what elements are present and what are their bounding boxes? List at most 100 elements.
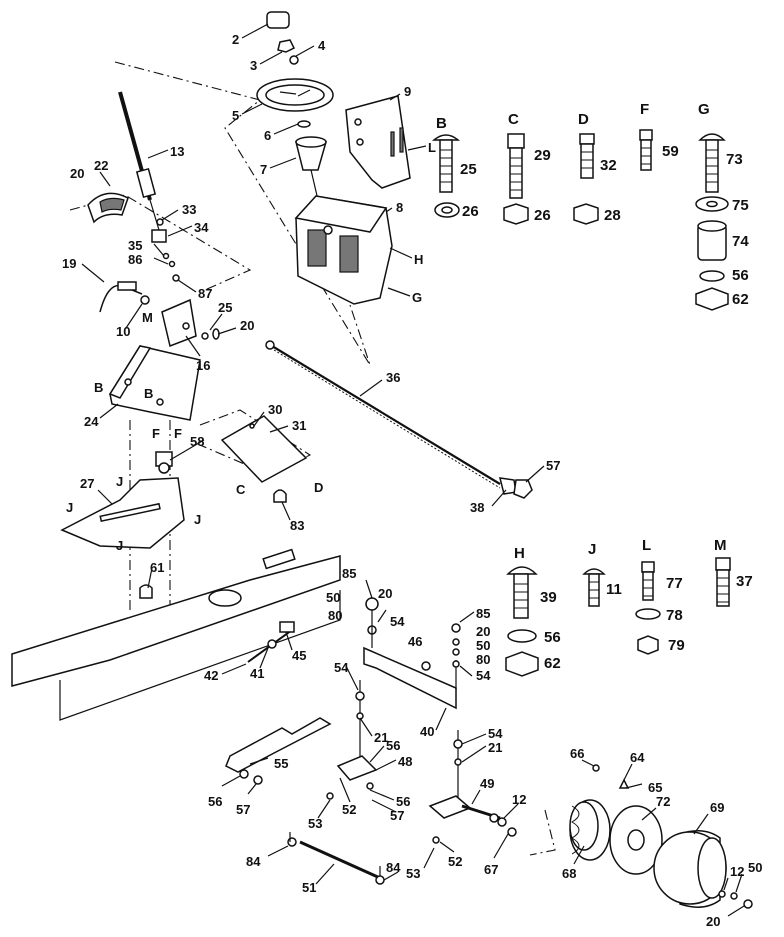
callout-51: 51 — [302, 880, 316, 895]
legend-letter-B: B — [436, 115, 447, 132]
callout-H: H — [414, 252, 423, 267]
callout-80-right: 80 — [476, 652, 490, 667]
cable — [265, 340, 533, 499]
callout-53-left: 53 — [308, 816, 322, 831]
callout-80-left: 80 — [328, 608, 342, 623]
callout-87: 87 — [198, 286, 212, 301]
pivot-bracket — [161, 298, 220, 348]
callout-46: 46 — [408, 634, 422, 649]
callout-61: 61 — [150, 560, 164, 575]
callout-35: 35 — [128, 238, 142, 253]
callout-49: 49 — [480, 776, 494, 791]
legend-C-item-2: 26 — [534, 207, 551, 224]
callout-B-right: B — [144, 386, 153, 401]
callout-12-spindle: 12 — [512, 792, 526, 807]
callout-56-left: 56 — [208, 794, 222, 809]
drag-link — [99, 281, 150, 313]
callout-20-left: 20 — [378, 586, 392, 601]
callout-G: G — [412, 290, 422, 305]
callout-36: 36 — [386, 370, 400, 385]
legend-G-item-5: 62 — [732, 291, 749, 308]
callout-52-right: 52 — [448, 854, 462, 869]
steering-cap — [266, 11, 290, 29]
callout-57-right: 57 — [390, 808, 404, 823]
frame-pin — [139, 584, 153, 599]
callout-19: 19 — [62, 256, 76, 271]
callout-J-1: J — [116, 474, 123, 489]
legend-D-item-1: 32 — [600, 157, 617, 174]
king-pin-left — [336, 680, 378, 781]
callout-30: 30 — [268, 402, 282, 417]
legend-letter-D: D — [578, 111, 589, 128]
callout-64: 64 — [630, 750, 645, 765]
callout-27: 27 — [80, 476, 94, 491]
dash-housing — [294, 195, 393, 305]
steering-sector — [87, 192, 129, 224]
mount-plate — [60, 477, 185, 549]
callout-50-left: 50 — [326, 590, 340, 605]
legend-H-item-2: 56 — [544, 629, 561, 646]
legend-L-item-1: 77 — [666, 575, 683, 592]
callout-J-2: J — [66, 500, 73, 515]
callout-M: M — [142, 310, 153, 325]
callout-58: 58 — [190, 434, 204, 449]
callout-21-right: 21 — [488, 740, 502, 755]
callout-45: 45 — [292, 648, 306, 663]
callout-56-upper: 56 — [386, 738, 400, 753]
callout-42: 42 — [204, 668, 218, 683]
callout-5: 5 — [232, 108, 239, 123]
callout-J-3: J — [194, 512, 201, 527]
steering-shaft — [118, 91, 163, 241]
callout-12-axle: 12 — [730, 864, 744, 879]
callout-3: 3 — [250, 58, 257, 73]
legend-letter-J: J — [588, 541, 596, 558]
callout-57-left: 57 — [236, 802, 250, 817]
callout-50-right: 50 — [476, 638, 490, 653]
callout-L: L — [428, 140, 436, 155]
callout-31: 31 — [292, 418, 306, 433]
tie-rod — [287, 832, 385, 885]
callout-50-axle: 50 — [748, 860, 762, 875]
callout-7: 7 — [260, 162, 267, 177]
legend-B-item-2: 26 — [462, 203, 479, 220]
legend-L-item-3: 79 — [668, 637, 685, 654]
callout-20-bracket: 20 — [240, 318, 254, 333]
callout-16: 16 — [196, 358, 210, 373]
callout-57-cable: 57 — [546, 458, 560, 473]
steering-bellows — [295, 136, 327, 201]
steering-nut — [277, 39, 299, 65]
legend-J-item-1: 11 — [606, 581, 622, 598]
callout-J-4: J — [116, 538, 123, 553]
callout-84-left: 84 — [246, 854, 261, 869]
callout-labels: 2 3 4 5 6 7 8 9 L H G 13 22 20 33 34 35 … — [62, 32, 762, 929]
legend-B-item-1: 25 — [460, 161, 477, 178]
callout-84-right: 84 — [386, 860, 401, 875]
callout-54-arm: 54 — [334, 660, 349, 675]
callout-48: 48 — [398, 754, 412, 769]
callout-8: 8 — [396, 200, 403, 215]
callout-54-spindle: 54 — [488, 726, 503, 741]
spindle-arm — [461, 804, 517, 837]
legend-H-item-3: 62 — [544, 655, 561, 672]
leader-lines — [81, 23, 745, 917]
callout-83: 83 — [290, 518, 304, 533]
callout-55: 55 — [274, 756, 288, 771]
hardware-legend: B 25 26 C 29 26 D 32 28 F 59 G 73 75 74 … — [436, 101, 753, 672]
legend-letter-C: C — [508, 111, 519, 128]
pivot-bolt — [247, 621, 295, 663]
dash-bracket — [345, 95, 411, 189]
callout-9: 9 — [404, 84, 411, 99]
callout-F-right: F — [174, 426, 182, 441]
legend-L-item-2: 78 — [666, 607, 683, 624]
callout-72: 72 — [656, 794, 670, 809]
callout-40: 40 — [420, 724, 434, 739]
callout-56-right: 56 — [396, 794, 410, 809]
callout-85-left: 85 — [342, 566, 356, 581]
callout-22: 22 — [94, 158, 108, 173]
callout-68: 68 — [562, 866, 576, 881]
axle-hardware — [592, 764, 753, 909]
legend-G-item-2: 75 — [732, 197, 749, 214]
callout-67: 67 — [484, 862, 498, 877]
callout-53-right: 53 — [406, 866, 420, 881]
callout-52-left: 52 — [342, 802, 356, 817]
